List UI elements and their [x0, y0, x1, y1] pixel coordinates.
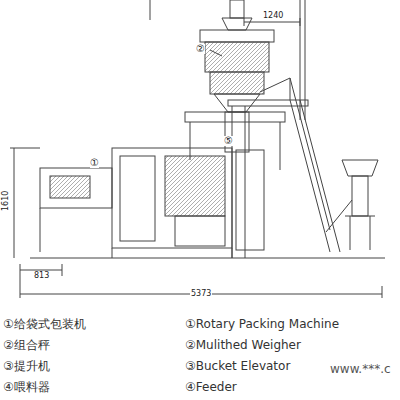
watermark: www.***.c	[330, 363, 391, 375]
callout-number: ⑤	[224, 136, 233, 146]
legend-text: ③Bucket Elevator	[185, 360, 290, 372]
dimension-text: 813	[33, 272, 50, 280]
dimension-text: 1240	[262, 12, 284, 20]
legend-text: ③提升机	[3, 360, 50, 372]
dimension-text: 5373	[190, 290, 212, 298]
legend-text: ①给袋式包装机	[3, 318, 86, 330]
legend-text: ①Rotary Packing Machine	[185, 318, 339, 330]
legend-text: ④Feeder	[185, 381, 237, 393]
legend-text: ②Mulithed Weigher	[185, 339, 301, 351]
legend-text: ②组合秤	[3, 339, 50, 351]
legend-text: ④喂料器	[3, 381, 50, 393]
callout-number: ②	[196, 44, 205, 54]
callout-number: ①	[90, 158, 99, 168]
dimension-text: 1610	[2, 190, 10, 212]
